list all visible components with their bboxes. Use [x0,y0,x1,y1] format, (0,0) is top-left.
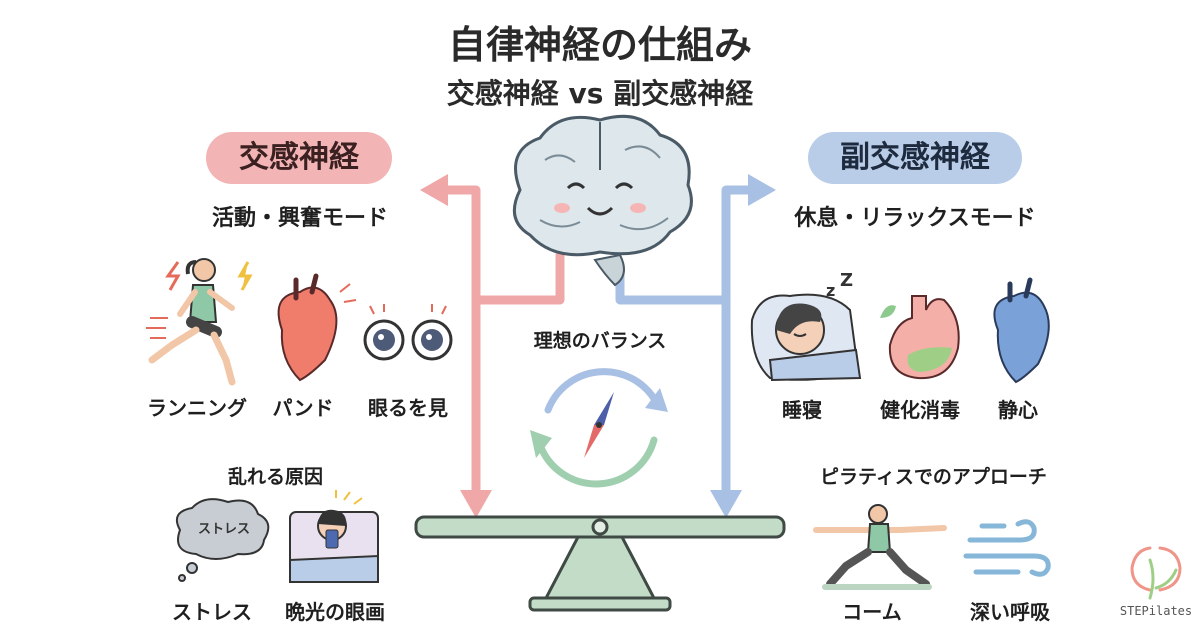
deep-breath-wind-icon [963,519,1051,577]
cause-item-stress: ストレス [172,600,252,624]
pilates-heading: ピラティスでのアプローチ [820,466,1047,488]
calm-heart-icon [993,277,1050,384]
phone-in-bed-icon [289,490,379,583]
brain-icon [512,114,693,287]
sleeping-person-icon: z Z [750,270,862,382]
parasympathetic-label: 副交感神経 [808,132,1022,184]
svg-text:z: z [826,281,835,300]
page-subtitle: 交感神経 vs 副交感神経 [446,77,754,110]
causes-heading: 乱れる原因 [228,466,324,488]
parasympathetic-mode: 休息・リラックスモード [794,206,1036,231]
sympathetic-arrow-head-down [460,490,492,518]
sympathetic-arrows [435,185,565,505]
stress-cloud-icon [176,498,270,582]
sympathetic-label: 交感神経 [206,132,392,184]
sympathetic-item-running: ランニング [147,396,247,420]
stomach-icon [880,295,960,380]
parasympathetic-item-digestion: 健化消毒 [880,398,960,422]
pilates-pose-icon [813,504,947,590]
pilates-item-core: コーム [842,600,902,624]
parasympathetic-arrow-head-down [710,490,742,518]
sympathetic-item-heart: パンド [272,396,334,420]
sympathetic-mode: 活動・興奮モード [211,206,388,231]
stepilates-logo-icon [1130,546,1182,600]
logo-text: STEPilates [1119,604,1193,618]
balance-label: 理想のバランス [533,330,667,352]
sympathetic-arrow-head-up [420,174,448,206]
runner-icon [146,258,253,386]
parasympathetic-arrow-head-right [748,174,776,206]
heart-icon [277,273,357,382]
parasympathetic-item-sleep: 睡寝 [782,398,822,422]
sympathetic-item-eyes: 眼るを見 [368,396,448,420]
balance-cycle-icon [530,368,668,488]
pilates-item-breathing: 深い呼吸 [970,600,1050,624]
eyes-icon [363,304,453,361]
parasympathetic-item-calm: 静心 [998,398,1038,422]
page-title: 自律神経の仕組み [447,23,752,67]
svg-text:Z: Z [840,270,853,291]
stress-bubble-text: ストレス [197,522,250,537]
seesaw-icon [414,515,786,612]
cause-item-screen: 晩光の眼画 [285,600,385,624]
